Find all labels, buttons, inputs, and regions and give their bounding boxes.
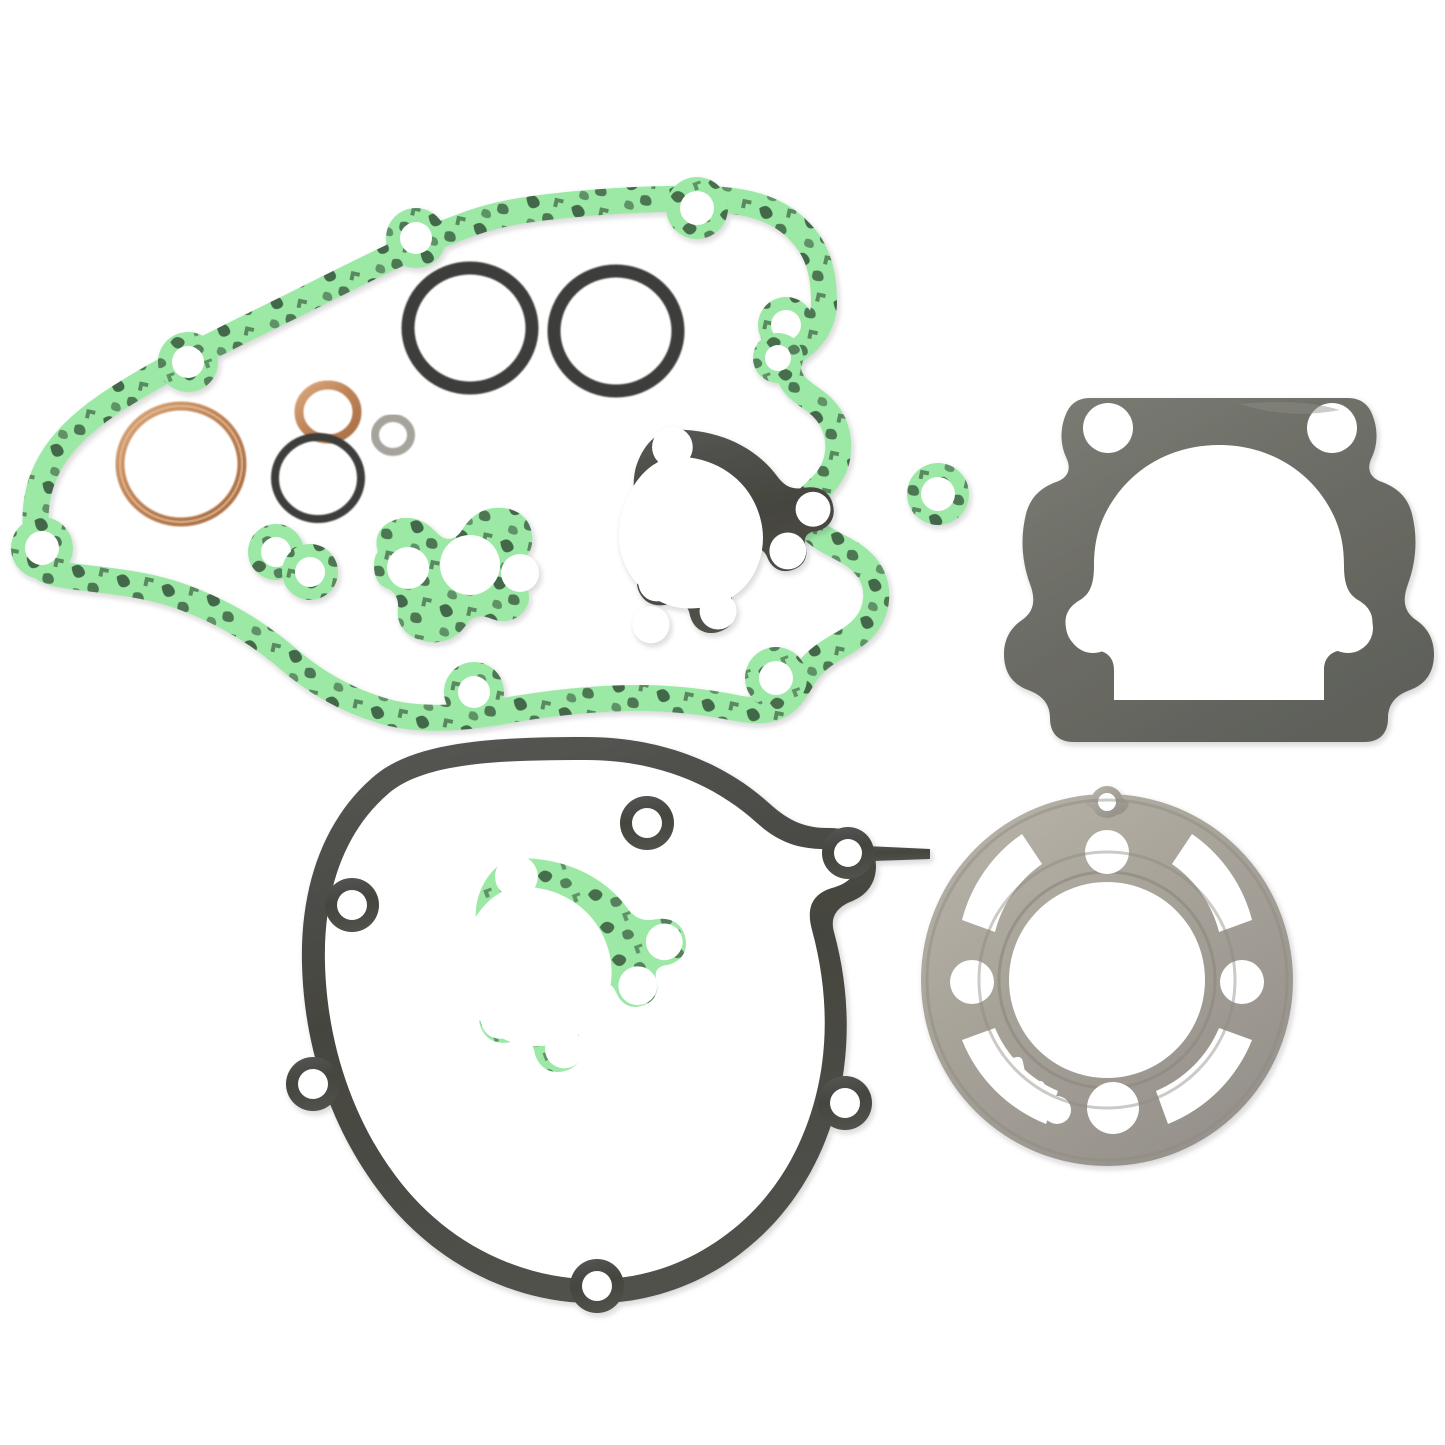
part-pipe-gasket-green — [374, 507, 539, 643]
pipe-gasket-hole-right — [501, 554, 539, 592]
pipe-gasket-hole-center — [440, 535, 500, 595]
part-oring-large-black-left — [401, 261, 539, 395]
ignition-cover-bolt-holes — [286, 796, 874, 1313]
part-water-pump-gasket-black — [619, 426, 834, 644]
base-gasket-hole-br — [1323, 603, 1373, 653]
head-gasket-bore — [1009, 882, 1205, 1078]
base-gasket-hole-bl — [1068, 603, 1118, 653]
head-gasket-hole-right — [1220, 960, 1264, 1004]
head-gasket-hole-left — [950, 960, 994, 1004]
part-cylinder-head-gasket — [921, 786, 1293, 1166]
base-gasket-hole-tl — [1083, 403, 1133, 453]
part-oring-large-black-right — [547, 264, 685, 398]
pipe-gasket-hole-left — [387, 547, 429, 589]
part-oring-black-medium — [271, 433, 365, 523]
part-crankcase-gasket — [11, 177, 969, 731]
cylinder-base-gasket-bore — [1065, 445, 1373, 700]
part-oring-grey-small — [371, 414, 415, 456]
base-gasket-hole-tr — [1307, 403, 1357, 453]
crankcase-bolt-ears — [11, 177, 969, 722]
part-water-pump-gasket-green — [460, 855, 687, 1083]
part-oring-copper-large — [115, 401, 247, 527]
head-gasket-tab-hole — [1098, 793, 1116, 811]
part-cylinder-base-gasket — [1004, 398, 1434, 742]
